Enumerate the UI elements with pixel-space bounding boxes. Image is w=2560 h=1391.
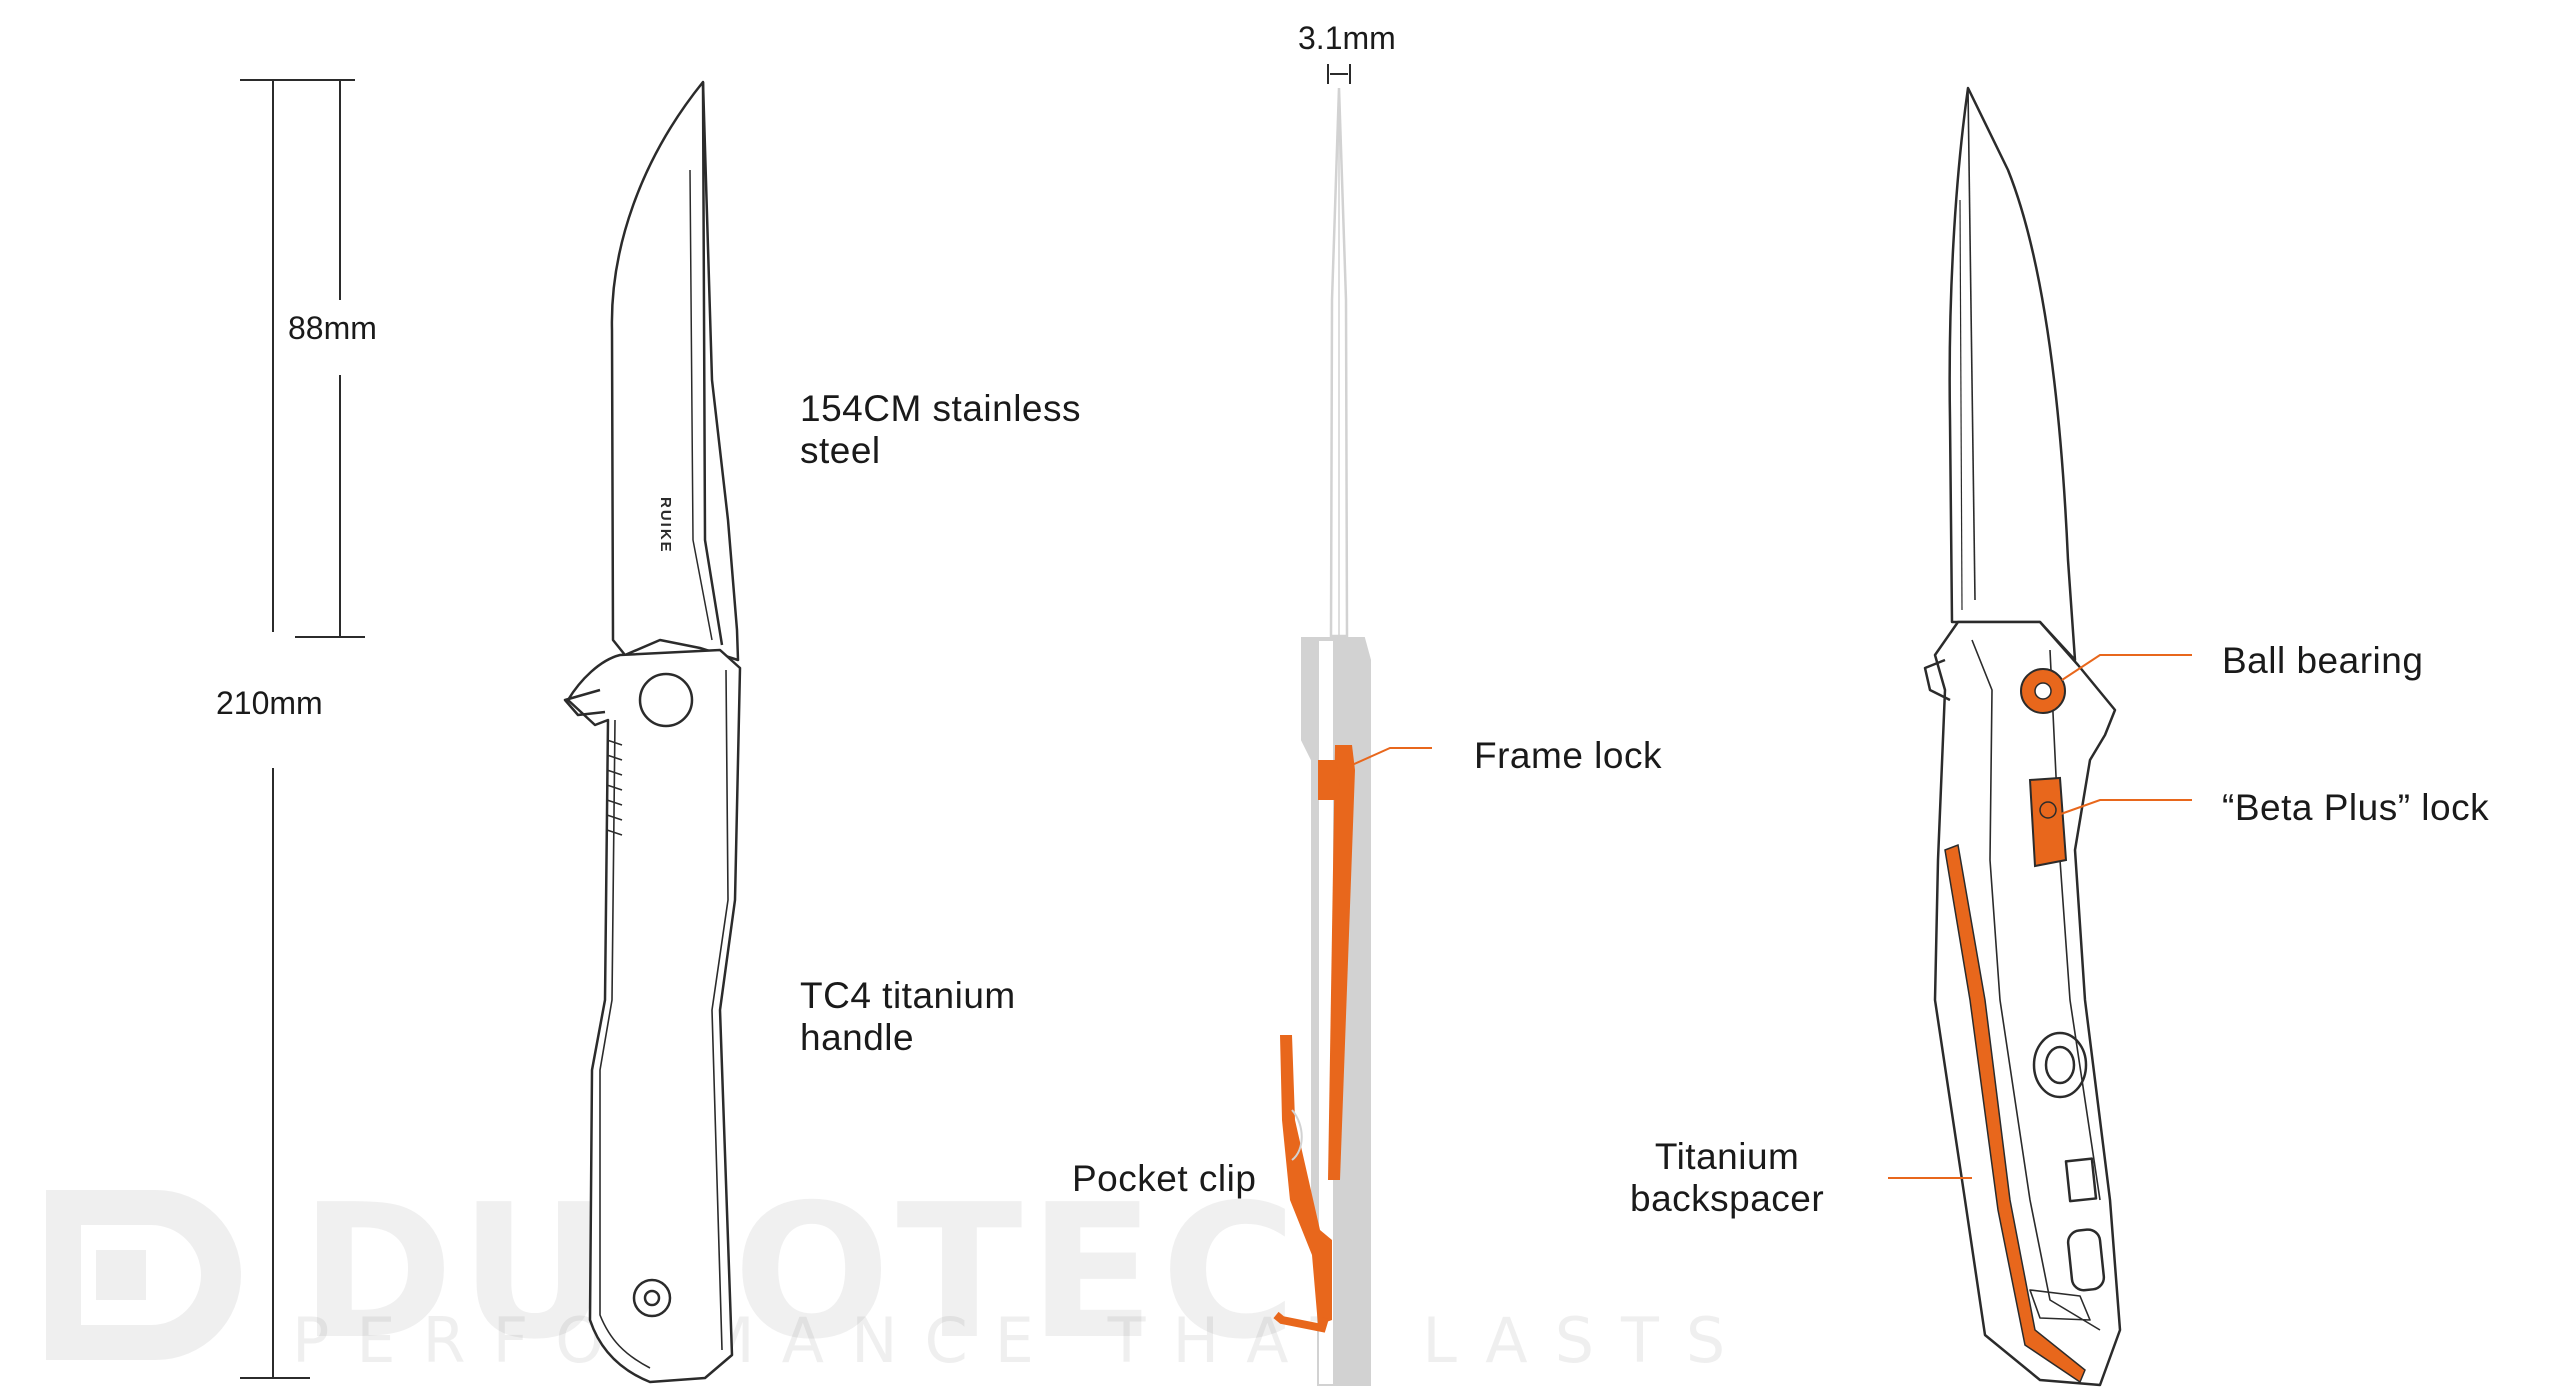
handle-material-label: TC4 titanium handle [800,975,1016,1059]
ball-bearing-label: Ball bearing [2222,640,2424,681]
blade-material-line-1: 154CM stainless [800,388,1082,429]
knife-perspective-orange-parts [1944,668,2086,1384]
backspacer-label: Titanium backspacer [1630,1136,1824,1220]
pocket-clip-label: Pocket clip [1072,1158,1257,1199]
backspacer-line-2: backspacer [1630,1178,1825,1219]
knife-spine-view [1273,64,1371,1386]
blade-material-label: 154CM stainless steel [800,388,1081,472]
handle-material-line-2: handle [800,1017,915,1058]
knife-side-view [563,80,742,1384]
blade-brand-mark: RUIKE [657,497,674,554]
dimension-lines [240,79,365,1379]
duloteq-logo-icon [46,1190,241,1360]
handle-material-line-1: TC4 titanium [800,975,1016,1016]
blade-material-line-2: steel [800,430,881,471]
blade-thickness-label: 3.1mm [1298,20,1396,56]
watermark-tagline: PERFORMANCE THAT LASTS [292,1304,1753,1377]
overall-length-label: 210mm [216,685,323,721]
leader-lines [1351,654,2192,1179]
knife-perspective-view [1923,86,2122,1387]
blade-length-label: 88mm [288,310,377,346]
backspacer-line-1: Titanium [1654,1136,1800,1177]
beta-lock-label: “Beta Plus” lock [2222,787,2490,828]
frame-lock-label: Frame lock [1474,735,1662,776]
watermark-brand: DULOTEC [300,1164,1303,1380]
